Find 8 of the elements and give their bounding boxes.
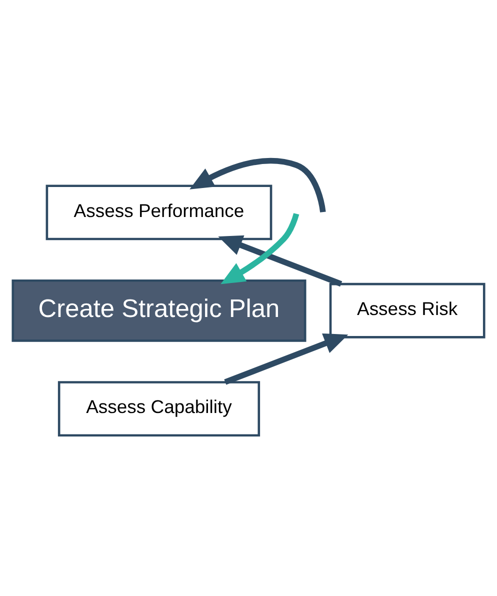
arrow <box>190 158 326 212</box>
arrow <box>220 213 300 284</box>
node-box: Create Strategic Plan <box>12 279 306 342</box>
node-box: Assess Performance <box>46 184 272 240</box>
arrow <box>224 334 348 385</box>
node-box: Assess Capability <box>58 381 260 437</box>
arrow <box>218 235 342 287</box>
node-box: Assess Risk <box>329 282 486 338</box>
